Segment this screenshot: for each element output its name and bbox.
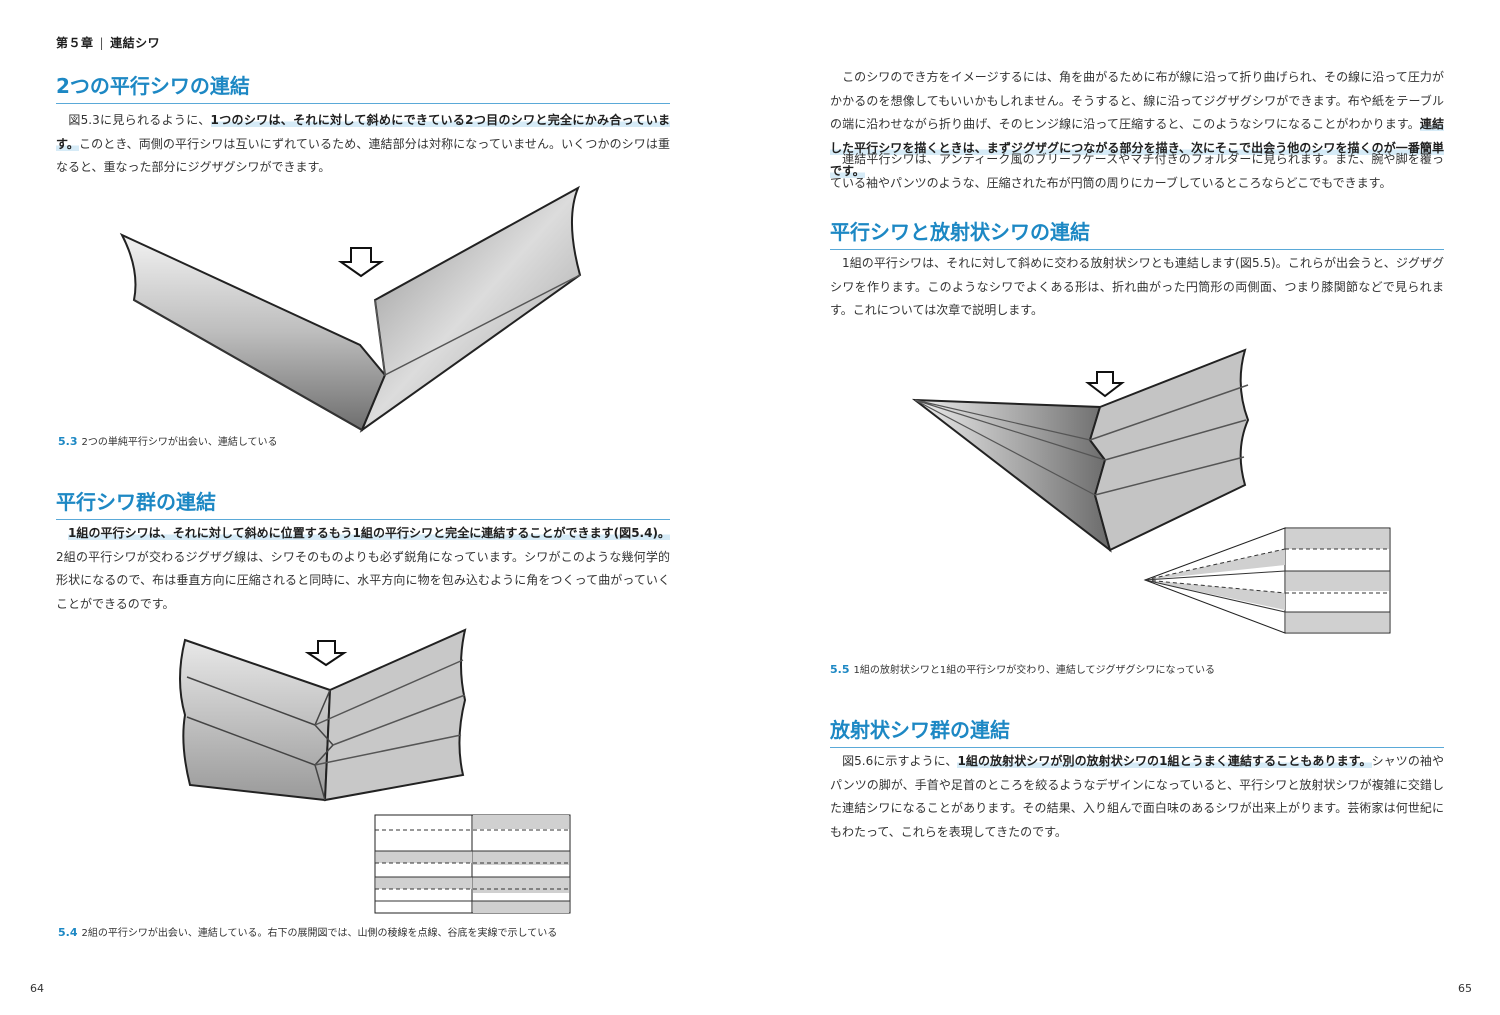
left-page: 第５章 | 連結シワ 2つの平行シワの連結 図5.3に見られるように、1つのシワは、…	[30, 34, 670, 995]
text-run: 図5.6に示すように、	[830, 754, 958, 768]
section-title: 平行シワ群の連結	[56, 486, 670, 520]
down-arrow-icon	[1085, 371, 1125, 398]
fold-right-panel	[1088, 348, 1250, 552]
section-title: 平行シワと放射状シワの連結	[830, 216, 1444, 250]
body-paragraph: 1組の平行シワは、それに対して斜めに交わる放射状シワとも連結します(図5.5)。…	[830, 252, 1444, 323]
section-title: 放射状シワ群の連結	[830, 714, 1444, 748]
figure-5-5-illustration	[911, 348, 1391, 634]
figure-number: 5.5	[830, 663, 850, 676]
page-number: 64	[30, 982, 44, 995]
running-head: 第５章 | 連結シワ	[56, 34, 160, 51]
fold-right-panel	[323, 628, 467, 802]
fold-crease-line	[914, 399, 1106, 496]
fold-crease-line	[374, 274, 581, 377]
text-run: このとき、両側の平行シワは互いにずれているため、連結部分は対称になっていません。…	[56, 136, 670, 175]
caption-text: 2つの単純平行シワが出会い、連結している	[81, 437, 278, 448]
section-title: 2つの平行シワの連結	[56, 70, 670, 104]
figure-number: 5.4	[58, 926, 78, 939]
body-paragraph: 図5.3に見られるように、1つのシワは、それに対して斜めにできている2つ目のシワ…	[56, 109, 670, 180]
text-run: 図5.3に見られるように、	[56, 113, 211, 127]
fold-crease-line	[133, 299, 363, 431]
body-paragraph: このシワのでき方をイメージするには、角を曲がるために布が線に沿って折り曲げられ、…	[830, 66, 1444, 184]
chapter-title: 連結シワ	[110, 36, 161, 50]
figure-5-4-illustration	[179, 628, 571, 914]
down-arrow-icon	[304, 640, 348, 667]
figure-5-3-illustration	[119, 185, 582, 433]
development-diagram	[374, 814, 571, 914]
fold-right-panel	[359, 185, 582, 433]
body-paragraph: 1組の平行シワは、それに対して斜めに位置するもう1組の平行シワと完全に連結するこ…	[56, 522, 670, 616]
text-run: 連結平行シワは、アンティーク風のブリーフケースやマチ付きのフォルダーに見られます…	[830, 152, 1444, 190]
caption-text: 1組の放射状シワと1組の平行シワが交わり、連結してジグザグシワになっている	[853, 665, 1216, 676]
development-diagram	[1143, 527, 1391, 634]
right-page: このシワのでき方をイメージするには、角を曲がるために布が線に沿って折り曲げられ、…	[750, 0, 1500, 1015]
highlighted-text: 1組の平行シワは、それに対して斜めに位置するもう1組の平行シワと完全に連結するこ…	[68, 526, 670, 540]
text-run: 2組の平行シワが交わるジグザグ線は、シワそのものよりも必ず鋭角になっています。シ…	[56, 549, 670, 611]
figure-number: 5.3	[58, 435, 78, 448]
text-run: 1組の平行シワは、それに対して斜めに交わる放射状シワとも連結します(図5.5)。…	[830, 256, 1444, 317]
fold-left-panel	[179, 638, 332, 802]
running-head-separator: |	[99, 36, 105, 50]
text-run: シャツの袖やパンツの脚が、手首や足首のところを絞るようなデザインになっていると、…	[830, 754, 1444, 839]
body-paragraph: 連結平行シワは、アンティーク風のブリーフケースやマチ付きのフォルダーに見られます…	[830, 148, 1444, 195]
text-run: このシワのでき方をイメージするには、角を曲がるために布が線に沿って折り曲げられ、…	[830, 70, 1444, 131]
down-arrow-icon	[337, 247, 385, 278]
body-paragraph: 図5.6に示すように、1組の放射状シワが別の放射状シワの1組とうまく連結すること…	[830, 750, 1444, 844]
fold-crease-line	[1089, 384, 1249, 496]
text-run	[56, 526, 68, 540]
caption-text: 2組の平行シワが出会い、連結している。右下の展開図では、山側の稜線を点線、谷底を…	[81, 928, 558, 939]
highlighted-text: 1組の放射状シワが別の放射状シワの1組とうまく連結することもあります。	[957, 754, 1372, 768]
fold-crease-line	[314, 659, 466, 766]
page-number: 65	[1458, 982, 1472, 995]
chapter-number: 第５章	[56, 36, 94, 50]
